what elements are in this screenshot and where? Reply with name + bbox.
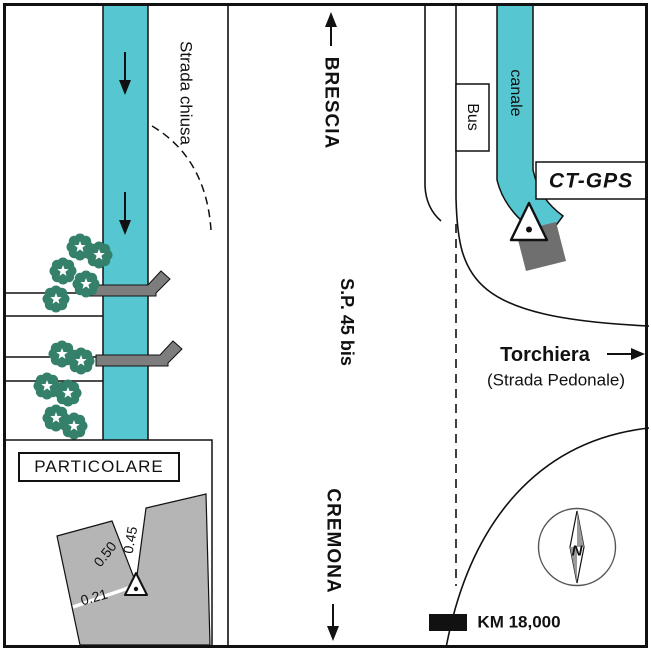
detail-benchmark-triangle-icon [124,572,148,596]
tree-icon [42,285,70,313]
compass-rose-icon [537,507,617,587]
canal-wall-lower [95,340,183,367]
detail-measure-line-021 [72,584,135,609]
direction-north-label: BRESCIA [320,56,342,150]
canal-wall-upper [83,270,171,297]
canal-flow-arrows [119,52,131,235]
station-label-box [535,161,647,200]
tree-icon [54,379,82,407]
tree-icon [60,412,88,440]
detail-panel-title: PARTICOLARE [18,452,180,482]
closed-road-label: Strada chiusa [176,41,196,145]
map-frame [3,3,648,648]
km-marker-label: KM 18,000 [477,612,561,632]
compass-north-label: N [571,542,583,560]
closed-road-dashed-edge [151,125,212,231]
direction-south-label: CREMONA [322,488,344,594]
canal-label: canale [507,69,524,117]
benchmark-triangle-icon [509,201,549,242]
bus-stop-box [455,83,490,152]
bus-stop-label: Bus [464,103,481,131]
tree-icon [49,257,77,285]
road-right-edge-upper [424,5,442,222]
tree-icon [85,241,113,269]
direction-arrows [325,12,645,641]
detail-benchmark-dot [133,586,139,592]
tree-group [33,233,113,440]
road-name-label: S.P. 45 bis [337,278,357,366]
side-road-label: Torchiera [500,344,590,366]
benchmark-dot [526,226,532,233]
junction-north-edge [455,5,650,327]
side-road-note-label: (Strada Pedonale) [487,370,625,390]
station-label: CT-GPS [548,169,634,193]
km-marker-block [429,614,467,631]
junction-south-curve [445,427,650,649]
tree-icon [67,347,95,375]
tree-icon [72,270,100,298]
